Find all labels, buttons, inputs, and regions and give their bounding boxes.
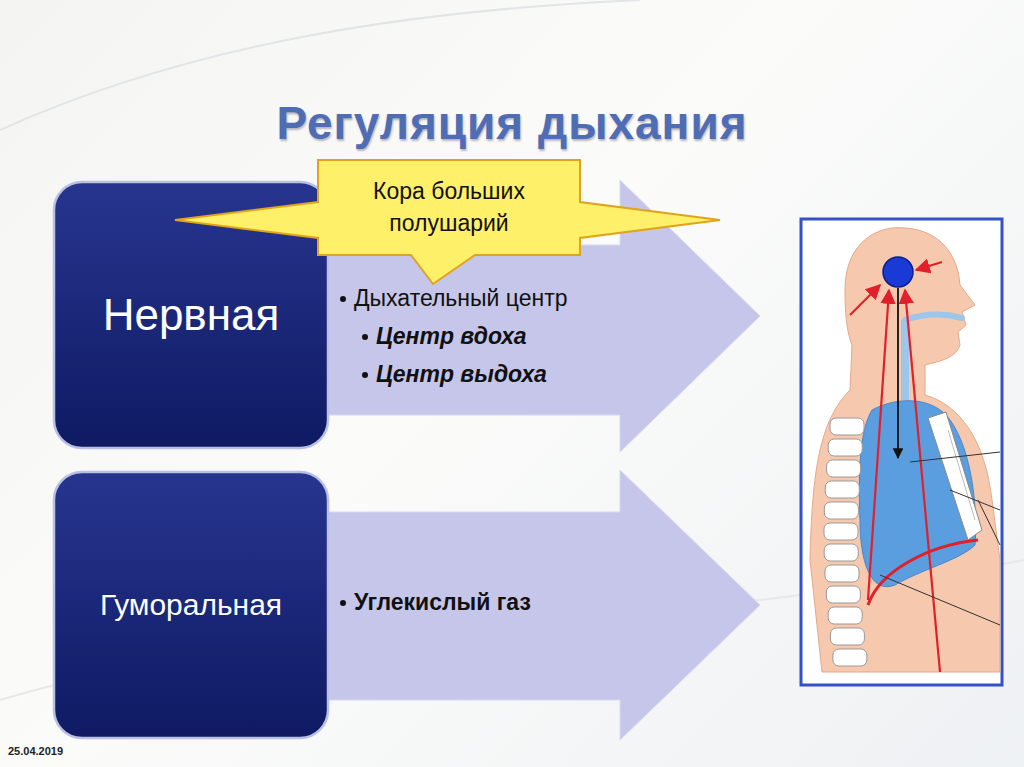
vertebra: [830, 628, 864, 645]
bullet-text: Центр вдоха: [376, 323, 527, 350]
vertebra: [826, 586, 860, 603]
bullet-row: Дыхательный центр: [340, 285, 568, 312]
callout-text-area: Кора больших полушарий: [324, 164, 574, 251]
vertebra: [824, 544, 858, 561]
bullet-dot: [340, 296, 346, 302]
bullet-dot: [362, 372, 368, 378]
content-arrow: Углекислый газ: [290, 470, 760, 740]
spine: [824, 418, 867, 666]
category-name: Нервная: [103, 290, 280, 340]
vertebra: [827, 460, 861, 477]
date-label: 25.04.2019: [8, 745, 63, 757]
bullet-row: Углекислый газ: [340, 589, 531, 616]
vertebra: [825, 481, 859, 498]
callout-burst: Кора больших полушарий: [175, 158, 720, 284]
slide-title: Регуляция дыхания: [0, 96, 1024, 150]
vertebra: [828, 439, 862, 456]
bullet-row: Центр вдоха: [362, 323, 527, 350]
vertebra: [833, 649, 867, 666]
vertebra: [824, 502, 858, 519]
vertebra: [828, 607, 862, 624]
bullet-dot: [362, 334, 368, 340]
bullet-row: Центр выдоха: [362, 361, 547, 388]
callout-text: Кора больших полушарий: [342, 176, 557, 238]
category-box: Гуморальная: [52, 470, 330, 740]
bullet-text: Центр выдоха: [376, 361, 547, 388]
bullet-dot: [340, 600, 346, 606]
bullet-text: Углекислый газ: [354, 589, 531, 616]
vertebra: [830, 418, 864, 435]
vertebra: [824, 523, 858, 540]
category-name: Гуморальная: [100, 588, 282, 622]
vertebra: [825, 565, 859, 582]
bullet-text: Дыхательный центр: [354, 285, 568, 312]
